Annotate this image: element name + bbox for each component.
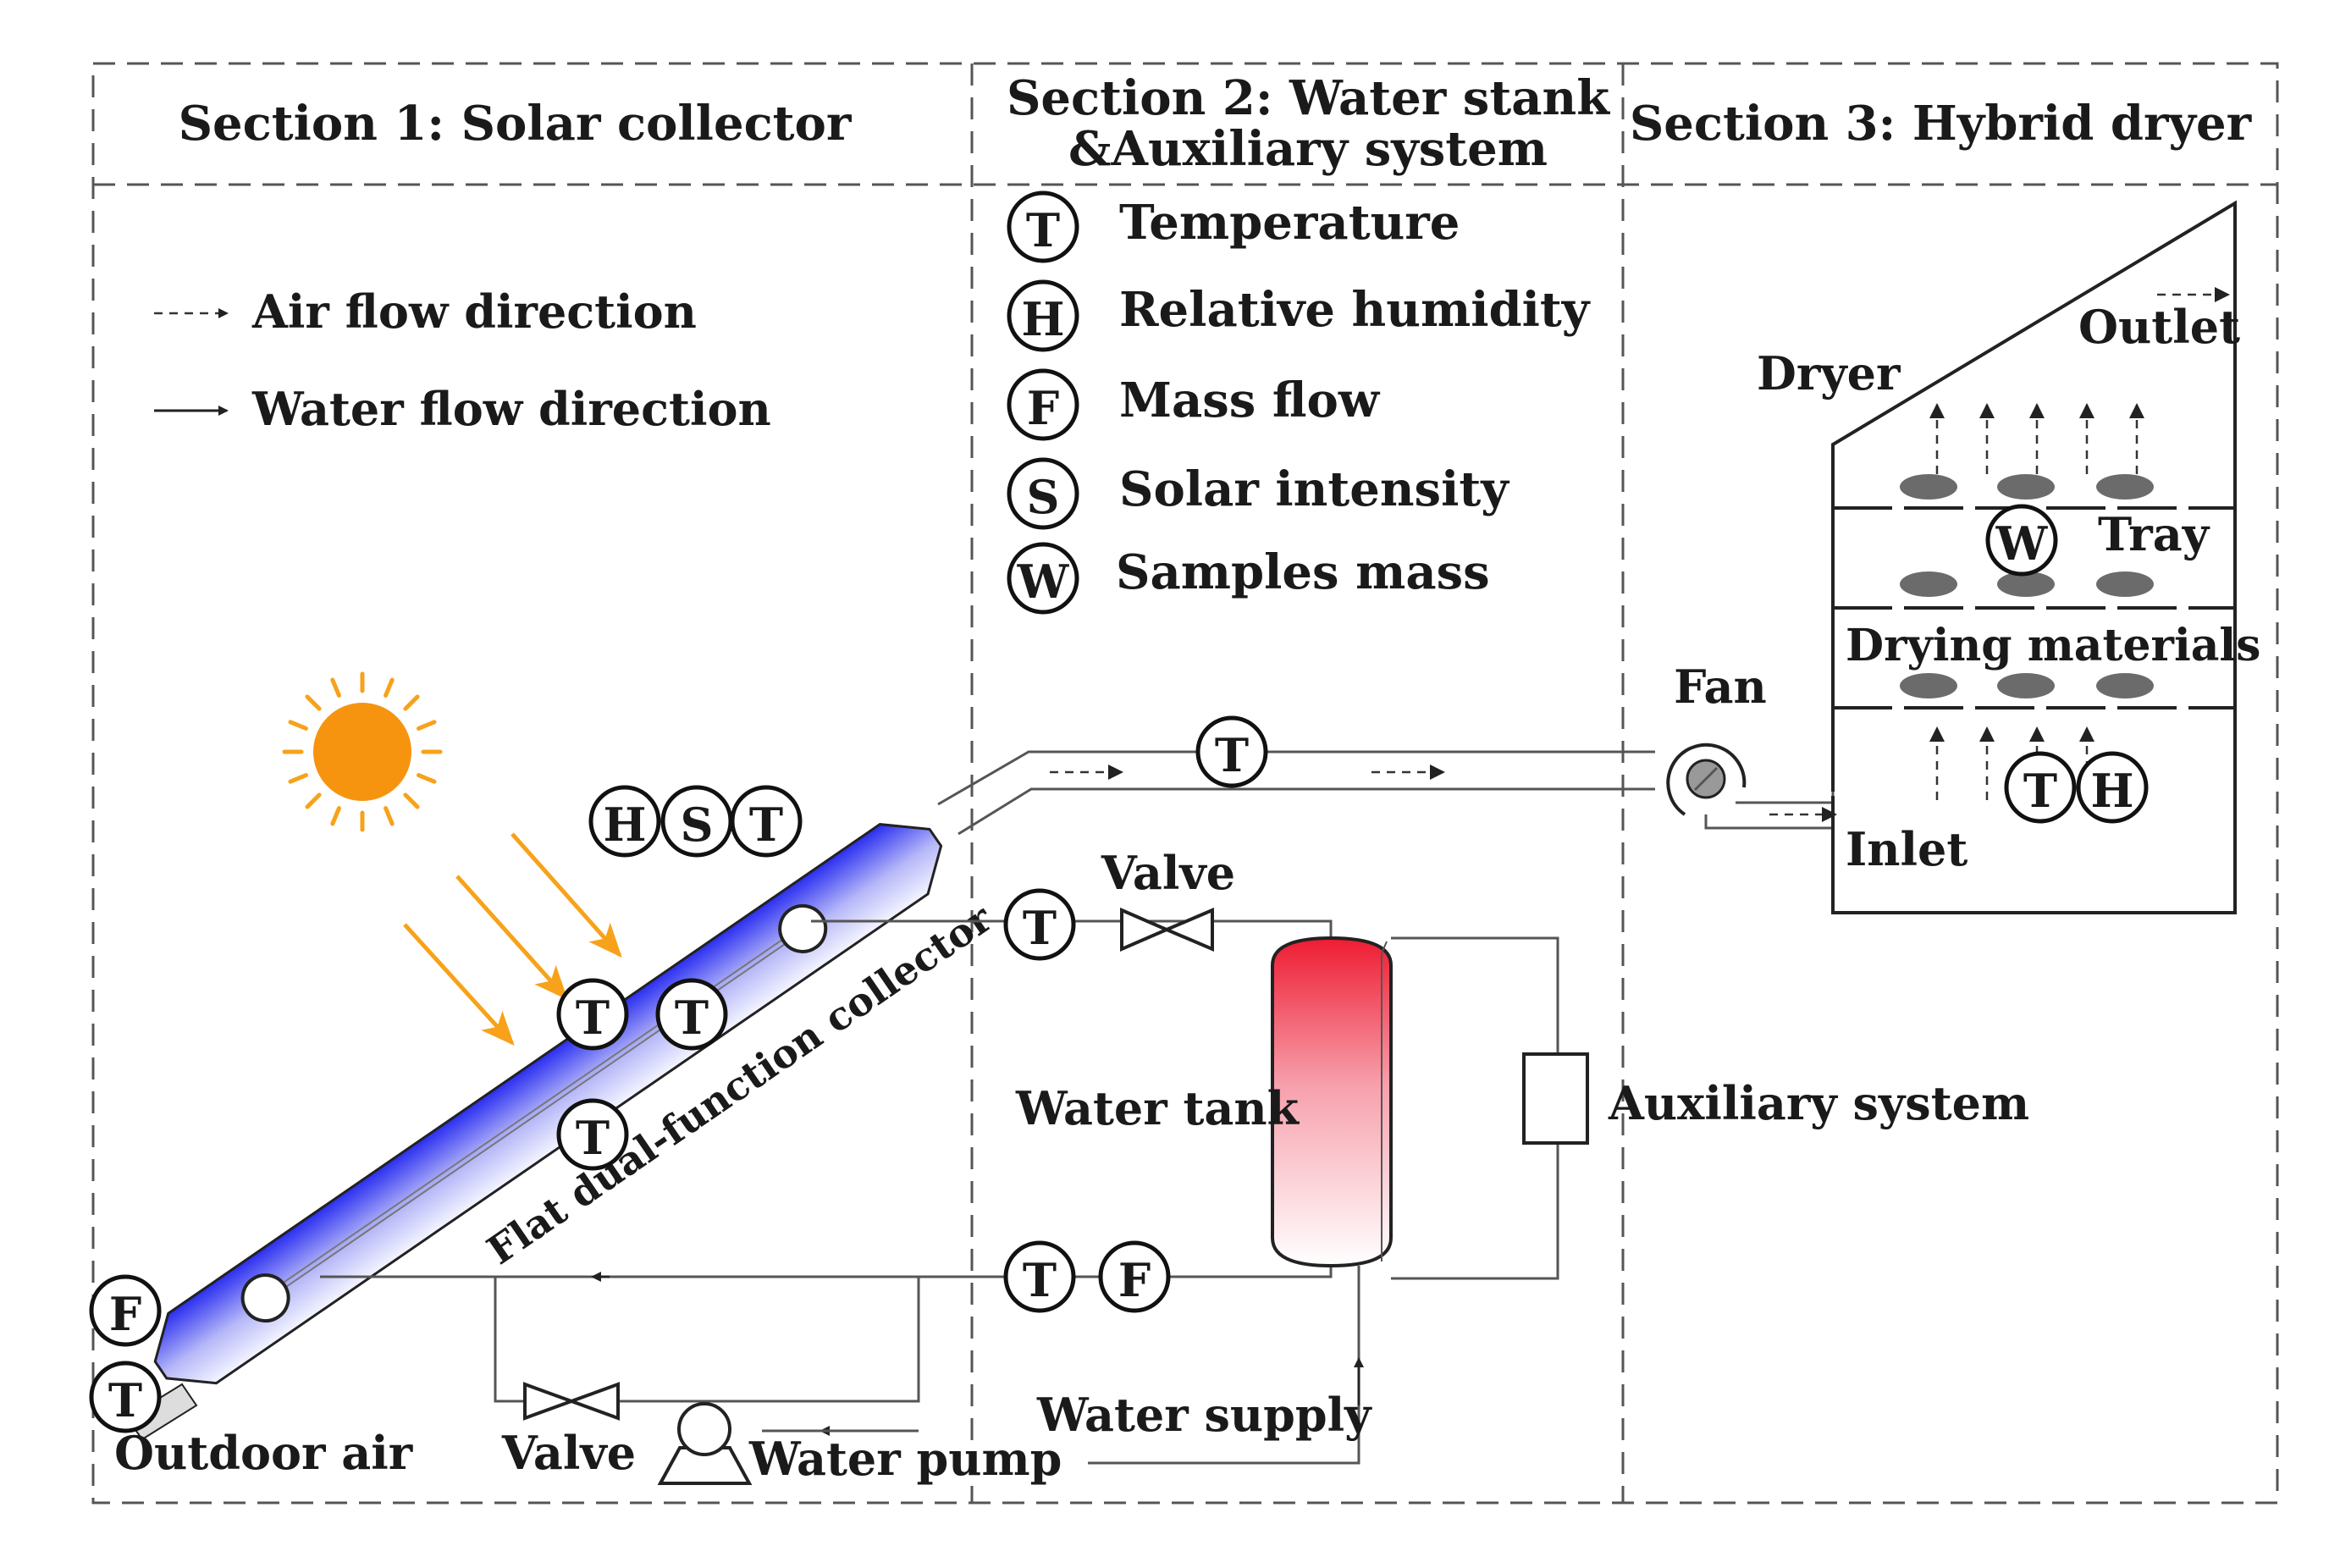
top-valve-label: Valve xyxy=(1101,846,1235,900)
tray-label: Tray xyxy=(2098,507,2210,561)
sample-ellipse xyxy=(1900,474,1957,500)
top-valve-icon xyxy=(1120,907,1214,952)
auxiliary-system-label: Auxiliary system xyxy=(1608,1076,2029,1130)
water-mass-flow-sensor: F xyxy=(1098,1240,1171,1313)
legend-humidity-symbol: H xyxy=(1007,279,1079,352)
samples-mass-sensor: W xyxy=(1985,504,2058,577)
svg-text:T: T xyxy=(1023,1253,1057,1307)
sample-ellipse xyxy=(1900,673,1957,698)
sample-ellipse xyxy=(2096,474,2154,500)
solar-intensity-sensor: S xyxy=(660,785,733,858)
inlet-temperature-sensor: T xyxy=(89,1361,162,1433)
legend-solar-intensity-symbol: S xyxy=(1007,457,1079,530)
water-return-temperature-sensor: T xyxy=(1003,1240,1076,1313)
air-duct xyxy=(937,750,1655,836)
svg-text:F: F xyxy=(1027,381,1059,435)
legend-samples-mass-symbol: W xyxy=(1007,542,1079,615)
inlet-label: Inlet xyxy=(1846,822,1968,876)
solar-ray-arrow-2 xyxy=(455,875,568,1000)
water-outlet-temperature-sensor: T xyxy=(1003,888,1076,961)
svg-text:S: S xyxy=(1027,470,1060,524)
svg-text:T: T xyxy=(576,1111,610,1165)
sample-ellipse xyxy=(2096,673,2154,698)
svg-text:H: H xyxy=(603,798,646,852)
section-1-title: Section 1: Solar collector xyxy=(179,96,853,152)
svg-text:T: T xyxy=(749,798,783,852)
duct-temperature-sensor: T xyxy=(1195,715,1268,788)
sensor-legend: T Temperature H Relative humidity F Mass… xyxy=(1007,190,1591,615)
legend-solar-intensity-label: Solar intensity xyxy=(1119,461,1509,517)
water-supply-label: Water supply xyxy=(1036,1388,1372,1442)
sample-ellipse xyxy=(1900,571,1957,597)
svg-text:W: W xyxy=(1995,516,2049,571)
svg-text:T: T xyxy=(2023,764,2057,818)
svg-text:S: S xyxy=(681,798,714,852)
legend-samples-mass-label: Samples mass xyxy=(1116,544,1490,600)
outlet-label: Outlet xyxy=(2078,300,2240,354)
section-2-title-line1: Section 2: Water stank xyxy=(1007,70,1610,126)
dryer-air-arrows xyxy=(1929,403,2144,800)
drying-materials-label: Drying materials xyxy=(1846,620,2260,671)
collector-temperature-sensor-1: T xyxy=(556,978,629,1051)
solar-ray-arrow-1 xyxy=(403,923,515,1046)
solar-ray-arrow-3 xyxy=(511,832,622,958)
svg-text:H: H xyxy=(2090,764,2133,818)
svg-text:T: T xyxy=(108,1373,142,1427)
legend-temperature-label: Temperature xyxy=(1119,195,1460,251)
svg-text:T: T xyxy=(1023,901,1057,955)
water-pump-icon xyxy=(657,1402,753,1485)
svg-text:F: F xyxy=(1118,1253,1151,1307)
fan-to-dryer-duct xyxy=(1736,792,1835,804)
water-pump-label: Water pump xyxy=(748,1432,1062,1486)
dryer-temperature-sensor: T xyxy=(2004,751,2077,824)
ambient-humidity-sensor: H xyxy=(588,785,661,858)
legend-mass-flow-label: Mass flow xyxy=(1119,373,1381,428)
svg-text:T: T xyxy=(576,991,610,1045)
inlet-mass-flow-sensor: F xyxy=(89,1274,162,1347)
collector-temperature-sensor-3: T xyxy=(556,1098,629,1171)
svg-text:T: T xyxy=(675,991,709,1045)
svg-text:W: W xyxy=(1017,555,1070,609)
svg-text:T: T xyxy=(1026,203,1060,257)
legend-temperature-symbol: T xyxy=(1007,190,1079,263)
section-2-title-line2: &Auxiliary system xyxy=(1068,121,1548,177)
sample-ellipse xyxy=(1997,673,2055,698)
sample-ellipse xyxy=(1997,474,2055,500)
water-tank xyxy=(1271,936,1393,1268)
bottom-valve-label: Valve xyxy=(501,1426,636,1480)
svg-text:F: F xyxy=(109,1287,141,1341)
sun-icon xyxy=(282,671,443,832)
drying-samples xyxy=(1900,474,2154,698)
flow-legend: Air flow direction Water flow direction xyxy=(154,284,771,436)
outdoor-air-label: Outdoor air xyxy=(114,1426,413,1480)
auxiliary-system-box xyxy=(1522,1052,1589,1145)
collector-temperature-sensor-2: T xyxy=(655,978,728,1051)
water-flow-legend-label: Water flow direction xyxy=(251,382,771,436)
legend-mass-flow-symbol: F xyxy=(1007,368,1079,441)
air-flow-legend-label: Air flow direction xyxy=(251,284,697,339)
fan-label: Fan xyxy=(1674,660,1767,714)
section-3-title: Section 3: Hybrid dryer xyxy=(1630,96,2253,152)
water-tank-label: Water tank xyxy=(1015,1081,1300,1135)
sample-ellipse xyxy=(1997,571,2055,597)
ambient-temperature-sensor: T xyxy=(730,785,803,858)
fan-icon xyxy=(1666,743,1747,816)
svg-text:H: H xyxy=(1021,292,1064,346)
flat-dual-function-collector xyxy=(153,823,943,1385)
dryer-humidity-sensor: H xyxy=(2076,751,2149,824)
sample-ellipse xyxy=(2096,571,2154,597)
dryer-label: Dryer xyxy=(1757,346,1901,400)
section-frames xyxy=(91,62,2279,1505)
legend-humidity-label: Relative humidity xyxy=(1119,282,1591,338)
bottom-valve-icon xyxy=(523,1382,620,1421)
svg-text:T: T xyxy=(1215,728,1249,782)
